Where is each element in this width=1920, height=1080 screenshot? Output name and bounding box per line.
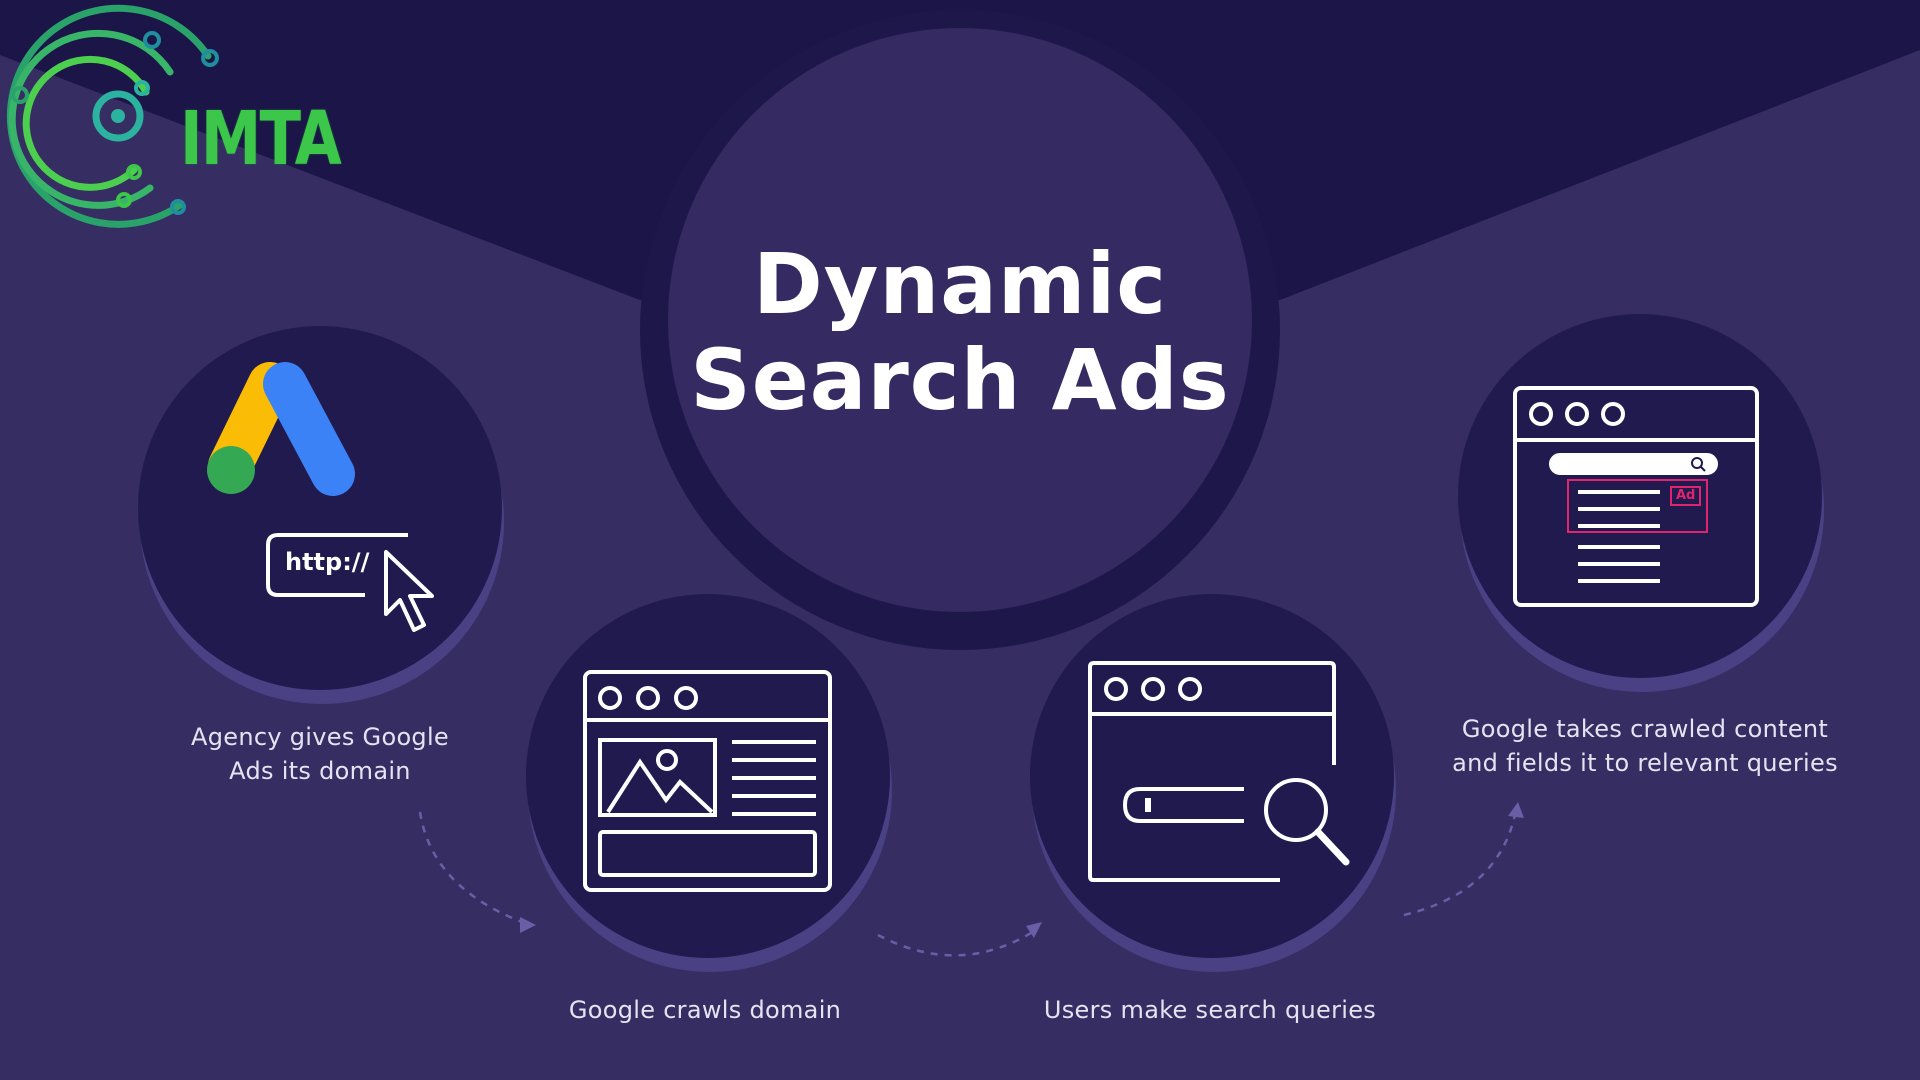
url-text: http:// [285, 548, 370, 576]
flow-arrow-3-head [1508, 802, 1524, 818]
flow-arrow-2 [877, 928, 1037, 957]
flow-arrow-1 [418, 811, 531, 927]
step-circle-4 [1458, 314, 1824, 692]
title-circle [668, 28, 1252, 612]
step-circle-1 [138, 326, 504, 704]
google-ads-icon [207, 362, 355, 496]
step-circle-2 [526, 594, 892, 972]
step-4-caption-line-2: and fields it to relevant queries [1452, 749, 1838, 777]
step-4-caption: Google takes crawled content and fields … [1420, 712, 1870, 780]
ad-label: Ad [1676, 488, 1696, 503]
step-1-caption-line-2: Ads its domain [229, 757, 411, 785]
step-3-caption: Users make search queries [1043, 996, 1377, 1024]
webpage-layout-icon [583, 670, 832, 892]
flow-arrow-1-head [520, 917, 536, 933]
page-title-line-2: Search Ads [690, 331, 1230, 429]
flow-arrow-3 [1403, 809, 1518, 917]
page-title-line-1: Dynamic [752, 235, 1168, 333]
step-1-caption: Agency gives Google Ads its domain [140, 720, 500, 788]
search-browser-icon [1088, 661, 1350, 882]
step-1-caption-line-1: Agency gives Google [191, 723, 449, 751]
flow-arrow-2-head [1026, 922, 1042, 938]
circuit-c-logo-icon [6, 4, 219, 228]
logo-text: IMTA [180, 96, 342, 182]
url-box-icon [266, 533, 408, 597]
step-circle-3 [1030, 594, 1396, 972]
step-4-caption-line-1: Google takes crawled content [1461, 715, 1829, 743]
search-results-ad-icon [1513, 386, 1759, 607]
step-2-caption: Google crawls domain [568, 996, 842, 1024]
mouse-cursor-icon [384, 550, 434, 632]
